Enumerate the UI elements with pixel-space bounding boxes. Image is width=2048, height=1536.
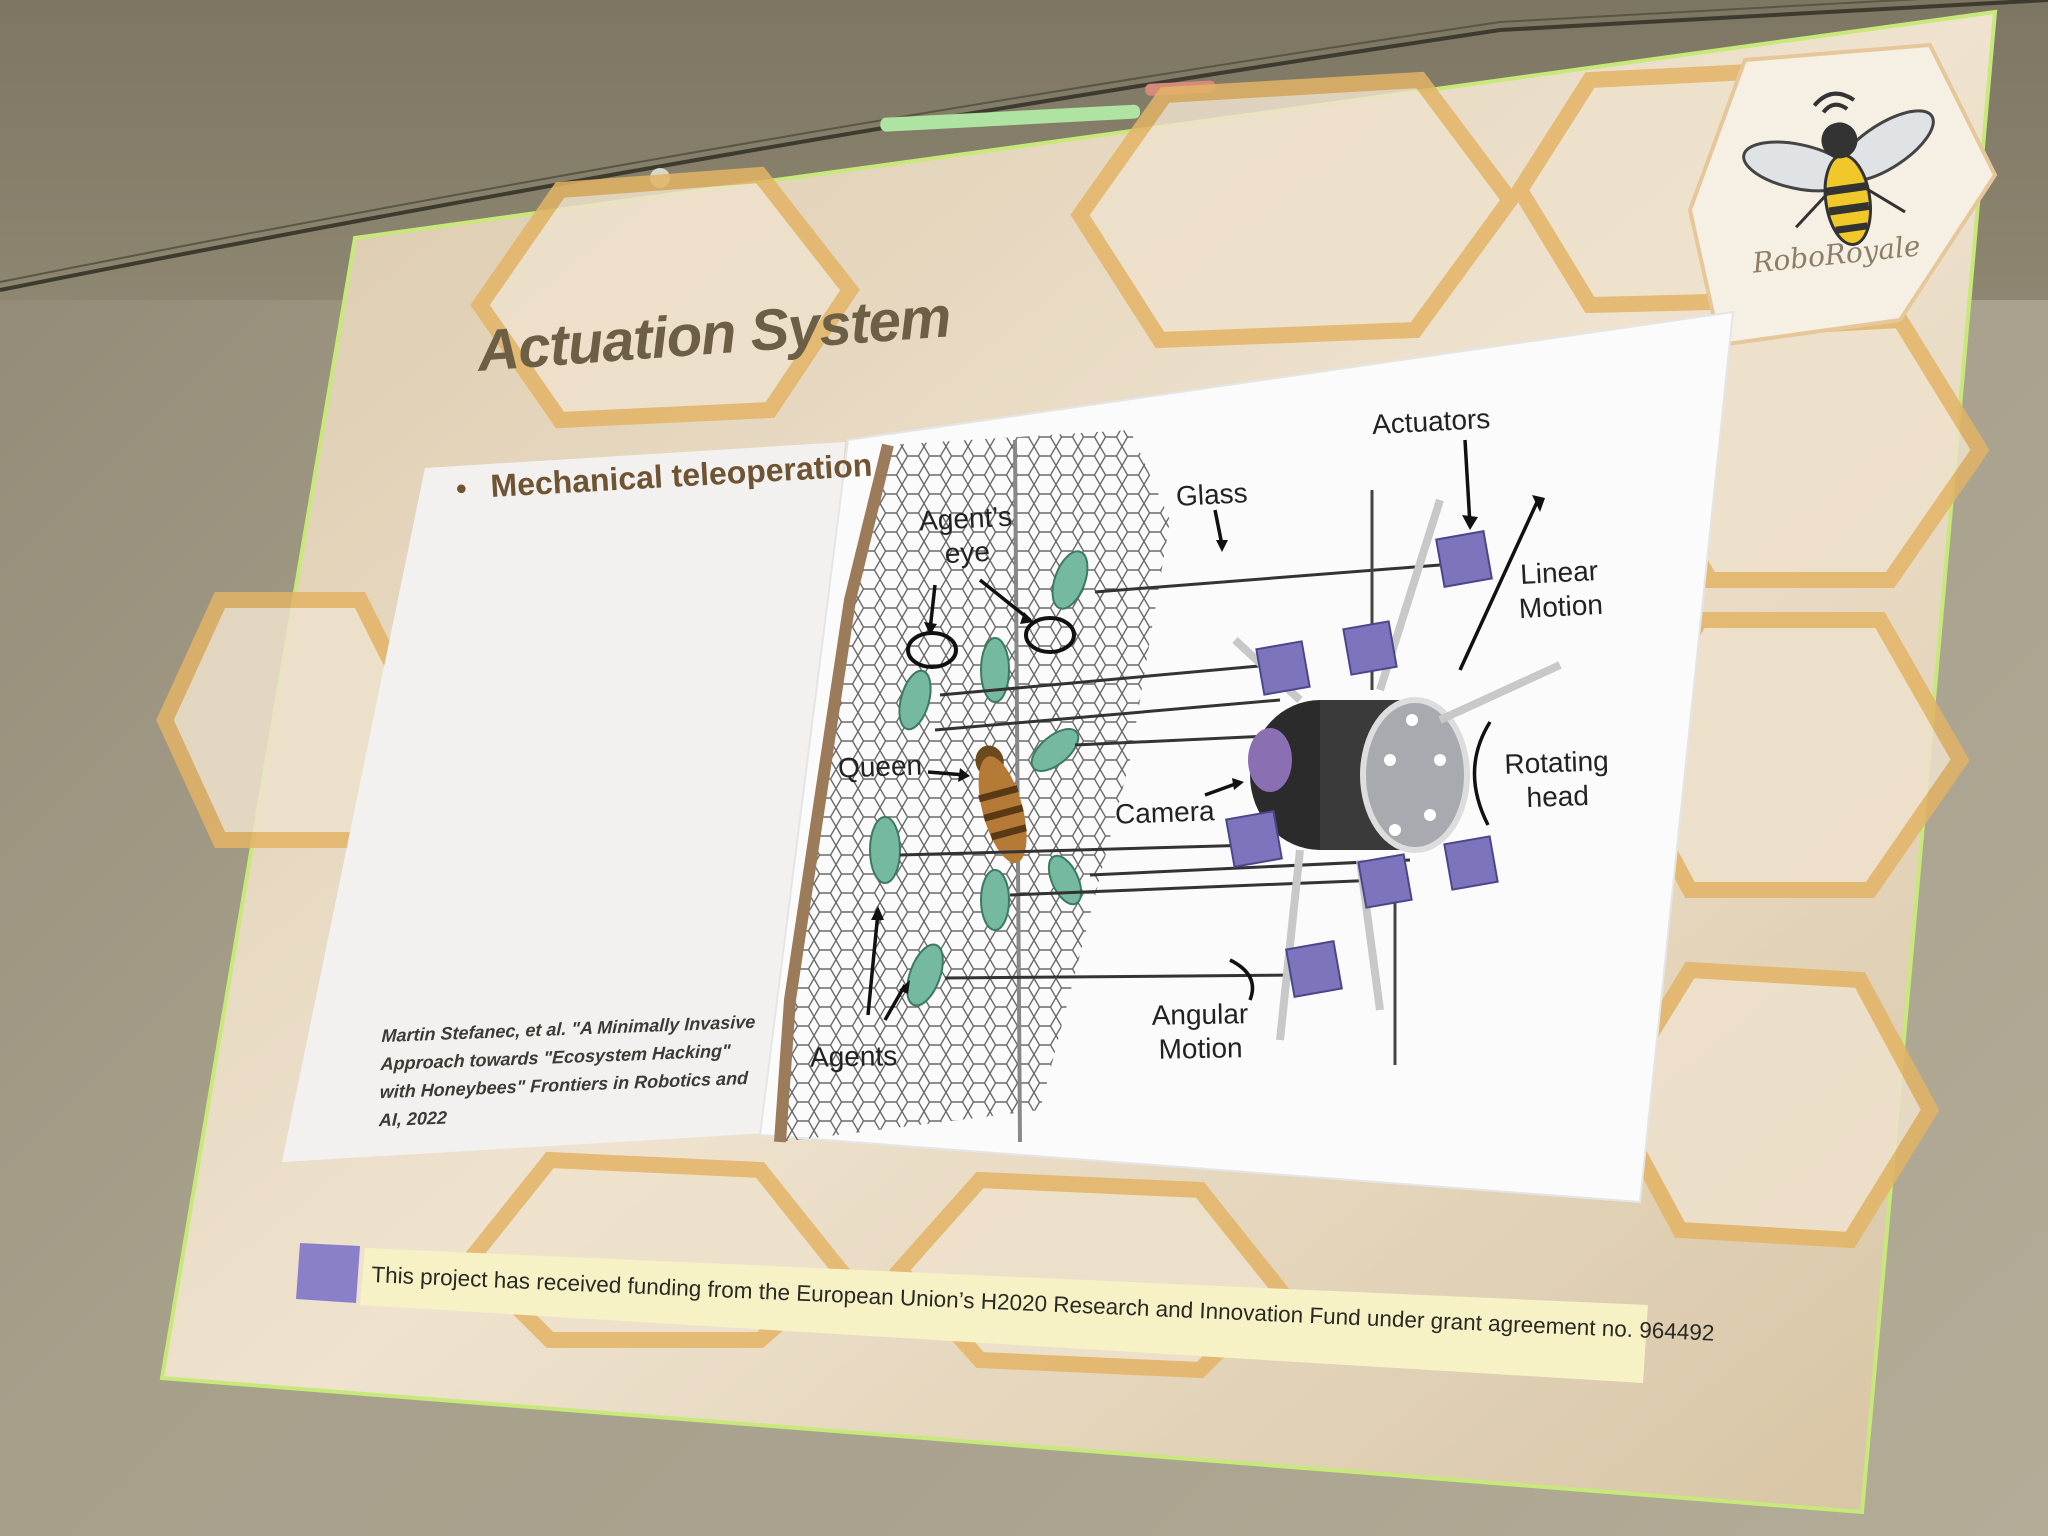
agent-eye-circle-left	[906, 631, 958, 669]
frame-wood	[774, 443, 894, 1143]
label-angular-motion-line1: Angular	[1151, 998, 1249, 1031]
agent-robots	[869, 550, 1089, 1007]
agent-eye-circle-right	[1024, 616, 1076, 654]
label-angular-motion-line2: Motion	[1158, 1032, 1243, 1065]
label-angular-motion: Angular Motion	[1151, 997, 1249, 1067]
actuator-cubes	[1225, 530, 1499, 998]
queen-bee-icon	[975, 745, 1027, 864]
bullet-dot: •	[455, 472, 468, 506]
bee-logo-icon	[1742, 91, 1935, 246]
camera-lens	[1248, 728, 1292, 792]
honeycomb-background	[156, 61, 1990, 1379]
actuator-rods	[899, 563, 1441, 980]
label-rotating-head-line1: Rotating	[1503, 745, 1610, 780]
label-rotating-head: Rotating head	[1504, 744, 1611, 816]
projection-border	[159, 9, 1998, 1515]
content-panel	[282, 442, 845, 1162]
label-agents-eye: Agent’s eye	[918, 500, 1014, 573]
label-rotating-head-line2: head	[1526, 779, 1590, 814]
eu-flag-icon	[296, 1243, 360, 1303]
label-agents: Agents	[809, 1040, 898, 1073]
annotation-arrows	[866, 439, 1540, 1021]
arrow-heads	[871, 495, 1545, 994]
citation-text: Martin Stefanec, et al. "A Minimally Inv…	[378, 1011, 756, 1131]
honeycomb-comb	[780, 430, 1170, 1142]
label-queen: Queen	[837, 749, 923, 784]
label-linear-motion-line2: Motion	[1518, 588, 1604, 625]
label-agents-eye-line2: eye	[943, 535, 991, 570]
label-camera: Camera	[1114, 795, 1216, 830]
ceiling-cable	[0, 0, 2048, 292]
label-actuators: Actuators	[1371, 402, 1491, 441]
funding-bar	[360, 1248, 1648, 1383]
label-linear-motion-line1: Linear	[1519, 555, 1599, 591]
label-linear-motion: Linear Motion	[1516, 554, 1604, 626]
label-glass: Glass	[1175, 477, 1249, 512]
label-agents-eye-line1: Agent’s	[918, 500, 1013, 537]
